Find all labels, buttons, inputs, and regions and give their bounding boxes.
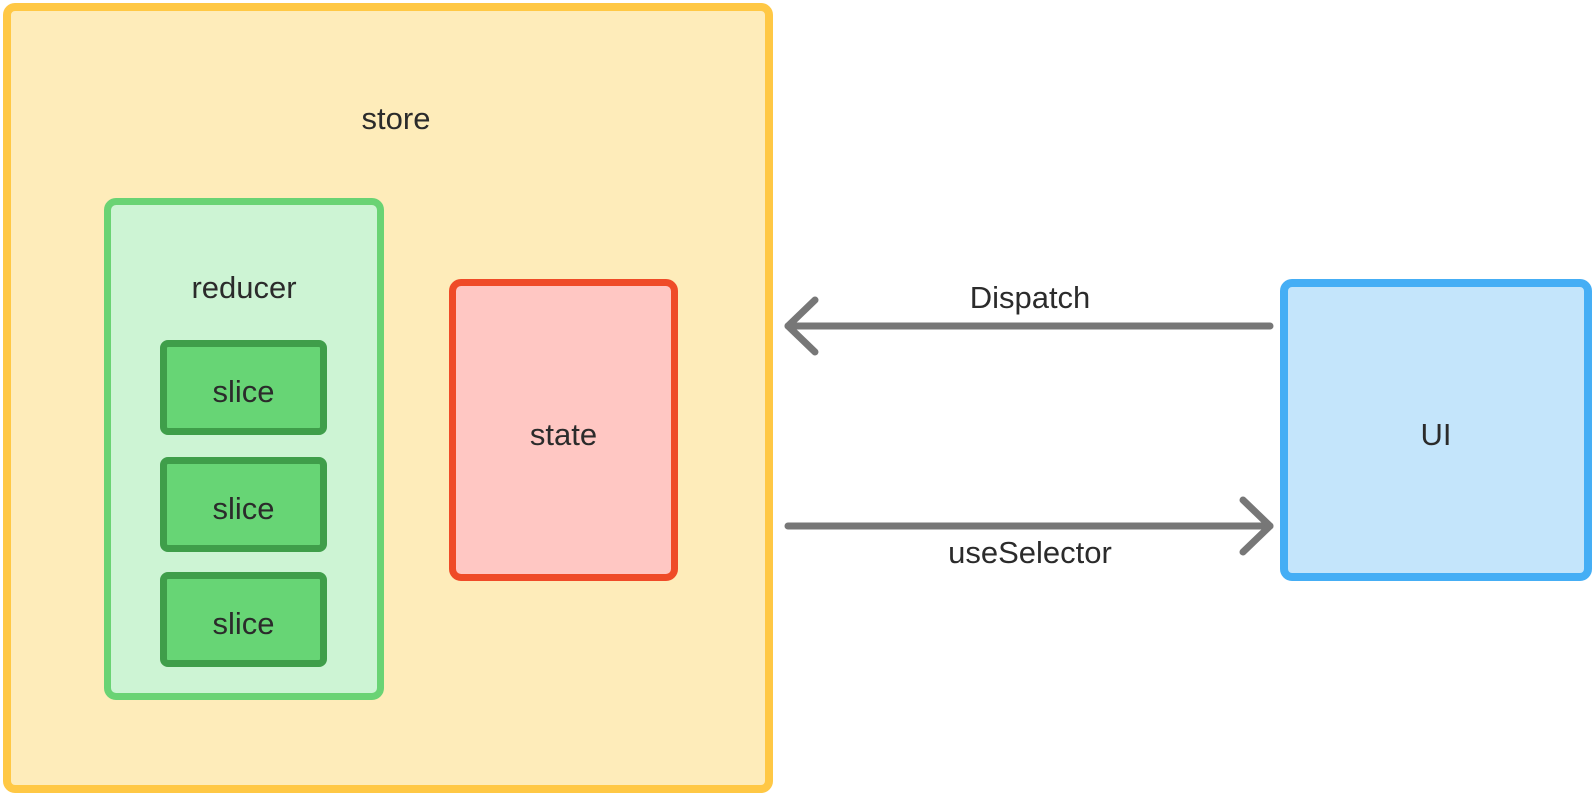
dispatch-arrow-head (784, 296, 819, 356)
ui-label: UI (1420, 417, 1452, 452)
use-selector-arrow (784, 496, 1274, 556)
slice-box: slice (160, 457, 327, 552)
state-label: state (529, 417, 598, 452)
slice-box: slice (160, 572, 327, 667)
dispatch-arrow (784, 296, 1274, 356)
use-selector-arrow-head (1239, 496, 1274, 556)
store-label: store (361, 101, 431, 136)
slice-box: slice (160, 340, 327, 435)
use-selector-label: useSelector (948, 535, 1112, 570)
slice-label: slice (212, 491, 275, 526)
dispatch-label: Dispatch (969, 280, 1091, 315)
slice-label: slice (212, 374, 275, 409)
reducer-label: reducer (191, 270, 297, 305)
state-box: state (449, 279, 678, 581)
slice-label: slice (212, 606, 275, 641)
ui-box: UI (1280, 279, 1592, 581)
